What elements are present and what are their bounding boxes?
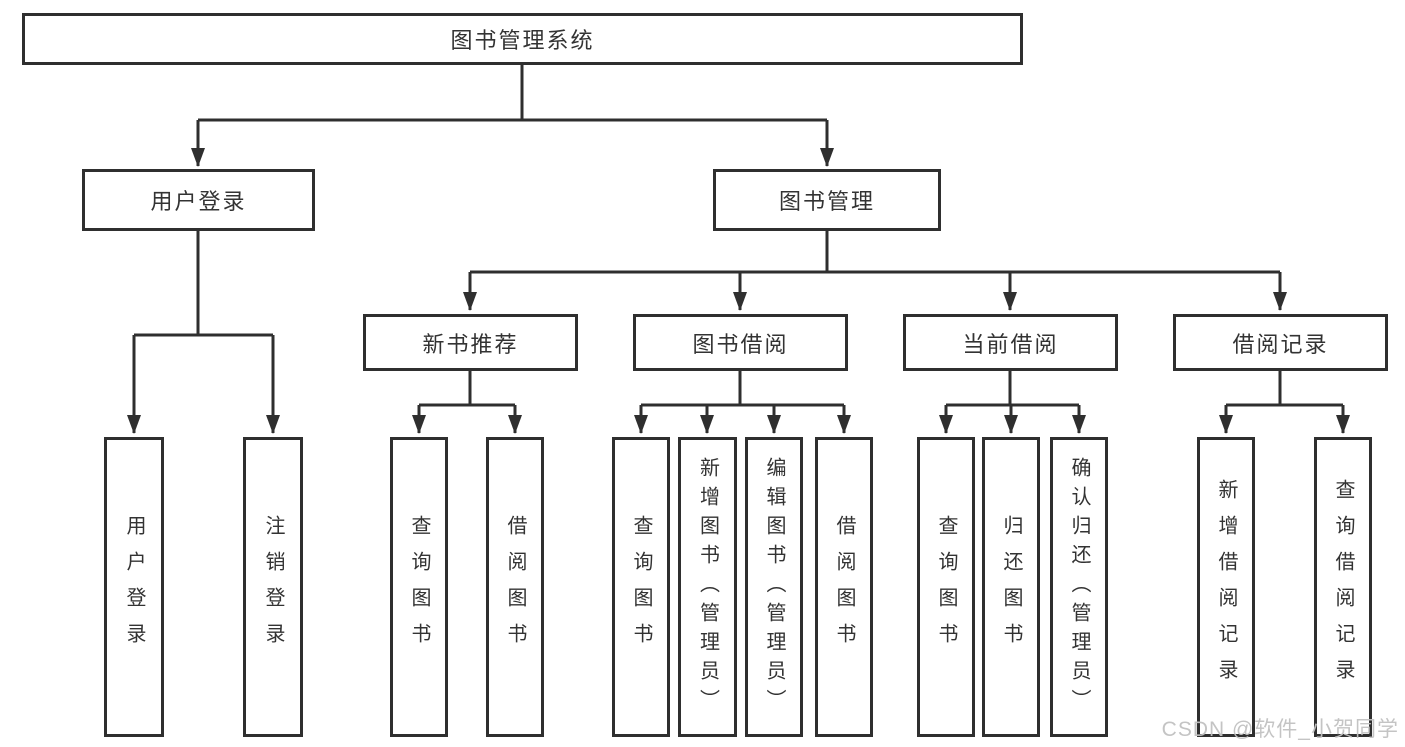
node-label: 查询图书	[408, 515, 430, 659]
csdn-watermark: CSDN @软件_小贺同学	[1161, 718, 1399, 741]
node-label: 借阅图书	[504, 515, 526, 659]
leaf-logout: 注销登录	[243, 437, 303, 737]
leaf-recommend-borrow-books: 借阅图书	[486, 437, 544, 737]
node-label: 查询借阅记录	[1332, 479, 1354, 695]
leaf-confirm-return-admin: 确认归还（管理员）	[1050, 437, 1108, 737]
node-book-borrowing: 图书借阅	[633, 314, 848, 371]
leaf-current-query-books: 查询图书	[917, 437, 975, 737]
leaf-edit-book-admin: 编辑图书（管理员）	[745, 437, 803, 737]
node-label: 借阅图书	[833, 515, 855, 659]
node-label: 查询图书	[935, 515, 957, 659]
leaf-return-books: 归还图书	[982, 437, 1040, 737]
node-label: 图书管理系统	[450, 28, 595, 53]
node-label: 归还图书	[1000, 515, 1022, 659]
node-label: 确认归还（管理员）	[1068, 456, 1090, 718]
connector-segments	[134, 65, 1343, 407]
node-label: 用户登录	[123, 515, 145, 659]
node-label: 新增图书（管理员）	[696, 456, 719, 718]
node-label: 注销登录	[262, 515, 284, 659]
node-library-system: 图书管理系统	[22, 13, 1023, 65]
node-book-management: 图书管理	[713, 169, 941, 231]
leaf-borrowing-query-books: 查询图书	[612, 437, 670, 737]
node-user-login: 用户登录	[82, 169, 315, 231]
leaf-add-borrow-record: 新增借阅记录	[1197, 437, 1255, 737]
node-label: 编辑图书（管理员）	[763, 456, 785, 718]
node-label: 图书借阅	[692, 331, 789, 357]
node-label: 借阅记录	[1232, 331, 1329, 357]
leaf-user-login: 用户登录	[104, 437, 164, 737]
node-label: 新增借阅记录	[1215, 479, 1237, 695]
leaf-recommend-query-books: 查询图书	[390, 437, 448, 737]
node-label: 新书推荐	[422, 331, 519, 357]
node-label: 用户登录	[150, 189, 247, 214]
node-label: 当前借阅	[962, 331, 1059, 357]
node-borrowing-records: 借阅记录	[1173, 314, 1388, 371]
leaf-add-book-admin: 新增图书（管理员）	[678, 437, 737, 737]
node-new-book-recommendation: 新书推荐	[363, 314, 578, 371]
node-label: 查询图书	[630, 515, 652, 659]
node-label: 图书管理	[778, 189, 875, 214]
leaf-borrowing-borrow-books: 借阅图书	[815, 437, 873, 737]
leaf-query-borrow-record: 查询借阅记录	[1314, 437, 1372, 737]
node-current-borrowing: 当前借阅	[903, 314, 1118, 371]
